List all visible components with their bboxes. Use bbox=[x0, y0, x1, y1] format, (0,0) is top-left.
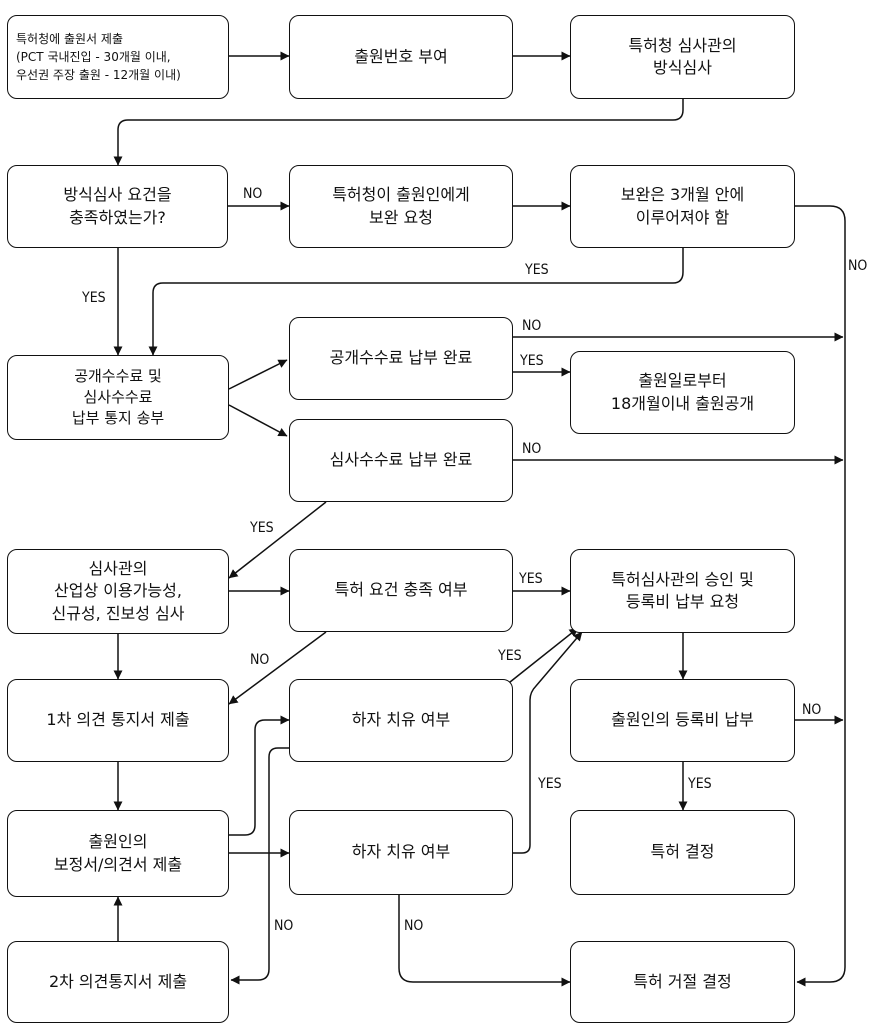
box-first-opinion-notice: 1차 의견 통지서 제출 bbox=[7, 679, 229, 762]
label-yes-examination-fee: YES bbox=[250, 520, 274, 536]
box-patent-grant: 특허 결정 bbox=[570, 810, 795, 895]
box-supplement-deadline: 보완은 3개월 안에 이루어져야 함 bbox=[570, 165, 795, 248]
box-publication-fee-paid: 공개수수료 납부 완료 bbox=[289, 317, 513, 400]
label-no-examination-fee: NO bbox=[522, 441, 542, 457]
label-no-defect-cured-2: NO bbox=[404, 918, 424, 934]
label-no-defect-cured-1: NO bbox=[274, 918, 294, 934]
box-patent-requirements-check: 특허 요건 충족 여부 bbox=[289, 549, 513, 632]
label-no-formal-check: NO bbox=[243, 186, 263, 202]
box-examination-fee-paid: 심사수수료 납부 완료 bbox=[289, 419, 513, 502]
label-no-publication-fee: NO bbox=[522, 318, 542, 334]
arrow-cured2-yes bbox=[513, 631, 583, 854]
box-substantive-examination: 심사관의 산업상 이용가능성, 신규성, 진보성 심사 bbox=[7, 549, 229, 634]
arrow-amend-to-cured1 bbox=[229, 715, 290, 836]
label-no-registration-fee: NO bbox=[802, 702, 822, 718]
label-yes-formal-check: YES bbox=[82, 290, 106, 306]
arrow-notice-to-pubfee bbox=[228, 359, 288, 390]
label-no-supplement: NO bbox=[848, 258, 868, 274]
label-yes-defect-cured-2: YES bbox=[538, 776, 562, 792]
label-yes-supplement: YES bbox=[525, 262, 549, 278]
box-supplement-request: 특허청이 출원인에게 보완 요청 bbox=[289, 165, 513, 248]
box-formal-requirements-check: 방식심사 요건을 충족하였는가? bbox=[7, 165, 228, 248]
box-defect-cured-1: 하자 치유 여부 bbox=[289, 679, 513, 762]
box-fee-notice: 공개수수료 및 심사수수료 납부 통지 송부 bbox=[7, 355, 229, 440]
box-submit-application: 특허청에 출원서 제출 (PCT 국내진입 - 30개월 이내, 우선권 주장 … bbox=[7, 15, 229, 99]
label-no-requirements: NO bbox=[250, 652, 270, 668]
arrow-req-no bbox=[228, 631, 327, 705]
arrow-examfee-yes bbox=[228, 501, 327, 579]
box-application-number: 출원번호 부여 bbox=[289, 15, 513, 99]
label-yes-registration-fee: YES bbox=[688, 776, 712, 792]
arrow-cured1-no bbox=[230, 747, 291, 985]
arrow-notice-to-examfee bbox=[228, 404, 288, 437]
arrow-cured2-no bbox=[398, 895, 571, 987]
label-yes-publication-fee: YES bbox=[520, 353, 544, 369]
box-publication: 출원일로부터 18개월이내 출원공개 bbox=[570, 351, 795, 434]
box-patent-rejection: 특허 거절 결정 bbox=[570, 941, 795, 1023]
box-approval-and-fee-request: 특허심사관의 승인 및 등록비 납부 요청 bbox=[570, 549, 795, 633]
box-defect-cured-2: 하자 치유 여부 bbox=[289, 810, 513, 895]
arrow-3m-no-to-reject bbox=[795, 205, 846, 987]
label-yes-requirements: YES bbox=[519, 571, 543, 587]
box-second-opinion-notice: 2차 의견통지서 제출 bbox=[7, 941, 229, 1023]
box-amendment-submission: 출원인의 보정서/의견서 제출 bbox=[7, 810, 229, 897]
arrow-cured1-yes bbox=[504, 627, 579, 687]
arrow-3m-yes bbox=[148, 248, 684, 356]
box-registration-fee-paid: 출원인의 등록비 납부 bbox=[570, 679, 795, 762]
box-formal-examination: 특허청 심사관의 방식심사 bbox=[570, 15, 795, 99]
label-yes-defect-cured-1: YES bbox=[498, 648, 522, 664]
arrow-formal-to-check bbox=[113, 99, 684, 166]
